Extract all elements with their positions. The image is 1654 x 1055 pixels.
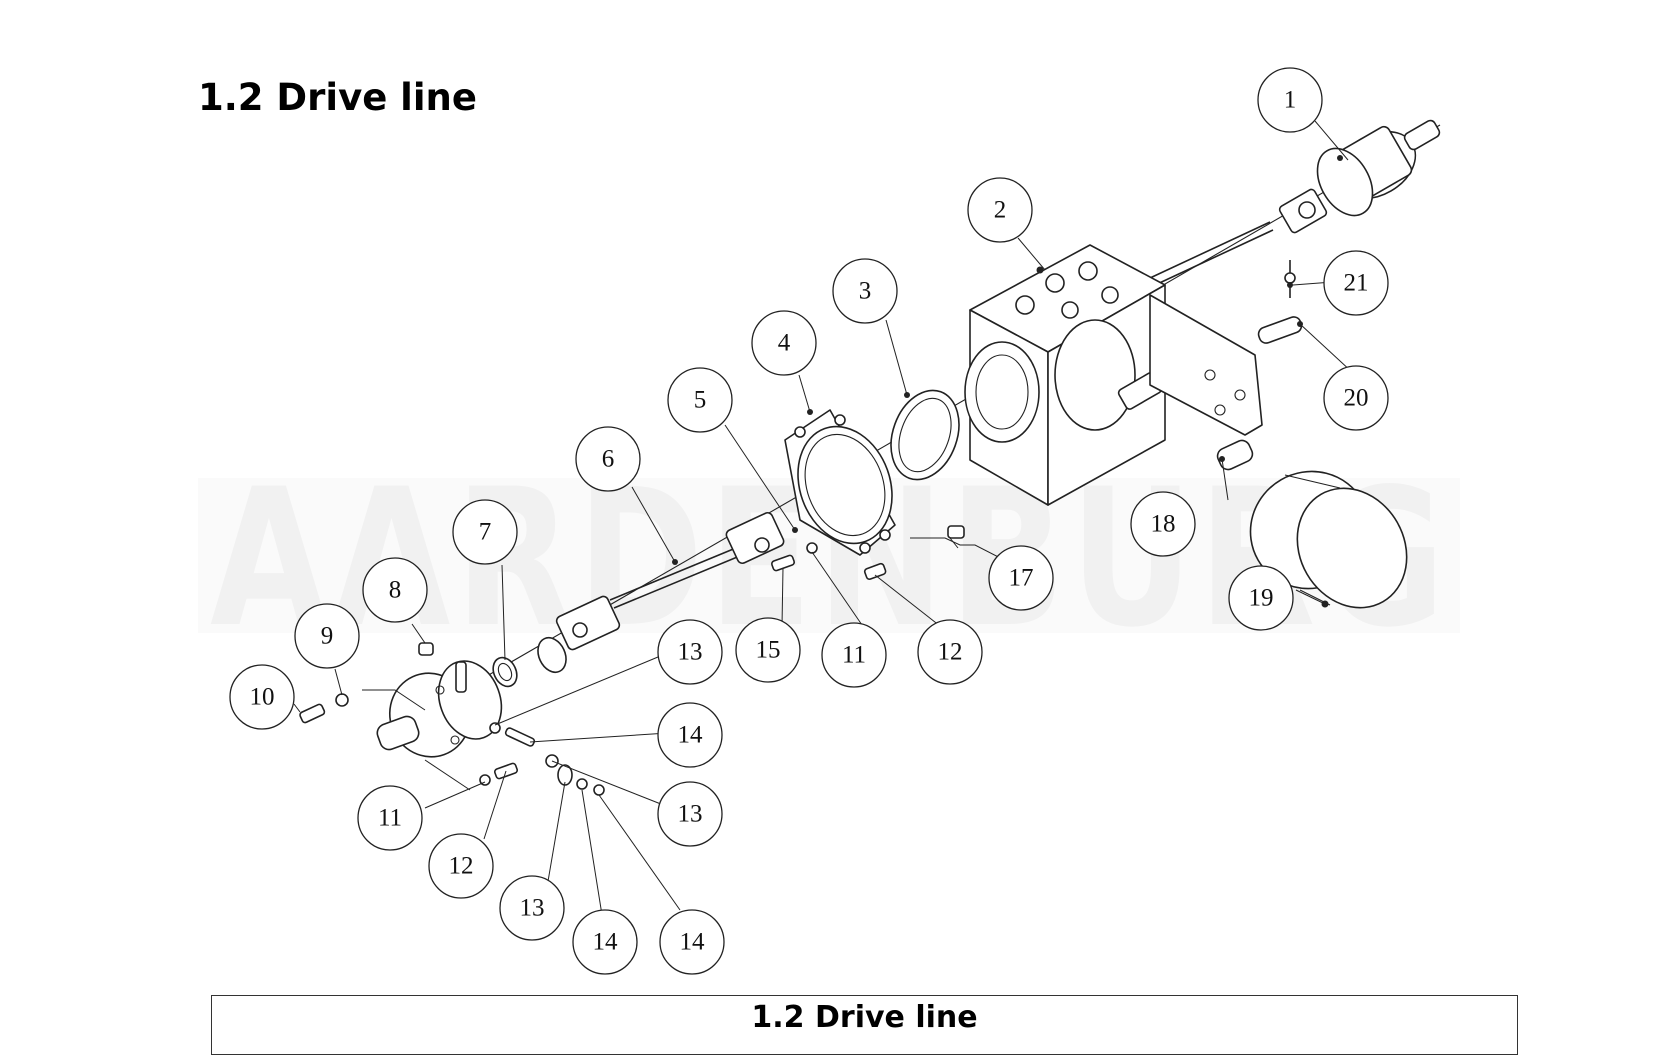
callout-21: 21 bbox=[1323, 250, 1389, 316]
callout-13-bottom-label: 13 bbox=[520, 895, 545, 922]
callout-20: 20 bbox=[1323, 365, 1389, 431]
callout-17-label: 17 bbox=[1009, 565, 1034, 592]
part-4-flange-plate bbox=[784, 409, 896, 556]
callout-15-label: 14 bbox=[678, 722, 704, 749]
callout-2-label: 2 bbox=[994, 197, 1007, 224]
part-11-washer-a bbox=[806, 542, 818, 554]
part-7-spline-coupling bbox=[492, 656, 518, 688]
callout-7-label: 7 bbox=[479, 519, 492, 546]
callout-8: 8 bbox=[362, 557, 428, 623]
callout-14-bottom-a: 14 bbox=[572, 909, 638, 975]
callout-11-top-label: 11 bbox=[842, 642, 866, 669]
part-18-bushing bbox=[1216, 439, 1254, 471]
callout-13-bottom: 13 bbox=[499, 875, 565, 941]
callout-14-bottom-b: 14 bbox=[659, 909, 725, 975]
parts-table-title: 1.2 Drive line bbox=[751, 1000, 978, 1035]
exploded-parts-diagram: AARDENBURG bbox=[229, 67, 1441, 975]
callout-12-bottom: 12 bbox=[428, 833, 494, 899]
callout-6-label: 6 bbox=[602, 446, 615, 473]
part-14-nut-b bbox=[576, 778, 588, 790]
callout-14-bottom-a-label: 14 bbox=[593, 929, 619, 956]
callout-7: 7 bbox=[452, 499, 518, 565]
callout-16: 15 bbox=[735, 617, 801, 683]
callout-8-label: 8 bbox=[389, 577, 402, 604]
part-10-bolt bbox=[299, 703, 326, 724]
part-13-washer-b bbox=[557, 764, 573, 786]
part-14-nut-c bbox=[593, 784, 605, 796]
callout-12-bottom-label: 12 bbox=[449, 853, 474, 880]
callout-18: 18 bbox=[1130, 491, 1196, 557]
part-8-nut bbox=[418, 642, 434, 656]
part-9-washer bbox=[335, 693, 349, 707]
callout-18-label: 18 bbox=[1151, 511, 1176, 538]
callout-4: 4 bbox=[751, 310, 817, 376]
callout-14-bottom-b-label: 14 bbox=[680, 929, 706, 956]
part-14-nut-a bbox=[489, 722, 501, 734]
callout-11-bottom: 11 bbox=[357, 785, 423, 851]
callout-6: 6 bbox=[575, 426, 641, 492]
page-title: 1.2 Drive line bbox=[198, 76, 477, 119]
callout-19-label: 19 bbox=[1249, 585, 1274, 612]
part-20-pin bbox=[1257, 316, 1303, 344]
part-19-cover bbox=[1249, 470, 1408, 609]
callout-17: 17 bbox=[988, 545, 1054, 611]
callout-10: 10 bbox=[229, 664, 295, 730]
parts bbox=[299, 119, 1441, 796]
callout-5: 5 bbox=[667, 367, 733, 433]
part-16-bolt bbox=[770, 554, 796, 572]
part-6-cardan-shaft bbox=[537, 511, 785, 674]
callout-4-label: 4 bbox=[778, 330, 791, 357]
part-17-bolt bbox=[947, 525, 965, 539]
part-21-grease-nipple bbox=[1284, 260, 1296, 298]
callout-11-bottom-label: 11 bbox=[378, 805, 402, 832]
callout-3-label: 3 bbox=[859, 278, 872, 305]
callout-9: 9 bbox=[294, 603, 360, 669]
callout-10-label: 10 bbox=[250, 684, 275, 711]
callouts: 1 2 3 4 5 6 7 8 9 10 11 12 13 14 15 17 1… bbox=[229, 67, 1389, 975]
bracket-plate bbox=[1149, 294, 1263, 436]
callout-11-top: 11 bbox=[821, 622, 887, 688]
callout-16-label: 15 bbox=[756, 637, 781, 664]
part-3-seal-ring bbox=[890, 389, 960, 481]
part-2-gearbox bbox=[964, 244, 1166, 506]
callout-13-right-label: 13 bbox=[678, 801, 703, 828]
callout-9-label: 9 bbox=[321, 623, 334, 650]
callout-2: 2 bbox=[967, 177, 1033, 243]
callout-1: 1 bbox=[1257, 67, 1323, 133]
callout-14-top-label: 13 bbox=[678, 639, 703, 666]
callout-12-top-label: 12 bbox=[938, 639, 963, 666]
lower-hub bbox=[376, 660, 503, 758]
callout-21-label: 21 bbox=[1344, 270, 1369, 297]
part-15-pin bbox=[504, 727, 536, 747]
callout-13-right: 13 bbox=[657, 781, 723, 847]
callout-14-top: 13 bbox=[657, 619, 723, 685]
callout-3: 3 bbox=[832, 258, 898, 324]
part-1-input-hub bbox=[1278, 119, 1441, 234]
callout-1-label: 1 bbox=[1284, 87, 1297, 114]
callout-19: 19 bbox=[1228, 565, 1294, 631]
callout-15: 14 bbox=[657, 702, 723, 768]
callout-5-label: 5 bbox=[694, 387, 707, 414]
part-11-washer-b bbox=[479, 774, 491, 786]
callout-12-top: 12 bbox=[917, 619, 983, 685]
callout-20-label: 20 bbox=[1344, 385, 1369, 412]
parts-table: 1.2 Drive line bbox=[211, 995, 1518, 1055]
